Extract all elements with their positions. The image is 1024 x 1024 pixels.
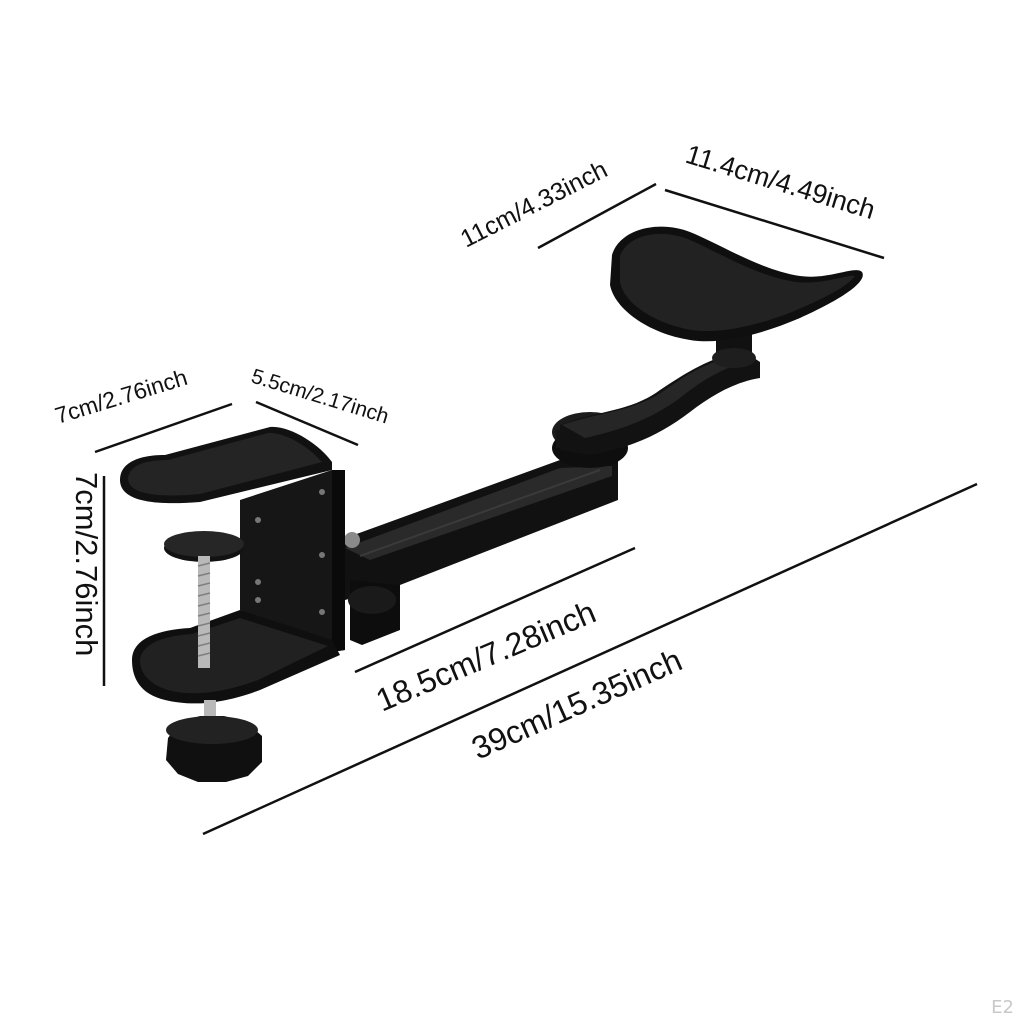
watermark: E2 (991, 997, 1014, 1018)
clamp-width-label: 7cm/2.76inch (52, 364, 190, 429)
pad-length-line (664, 188, 885, 260)
clamp-height-label: 7cm/2.76inch (69, 472, 104, 656)
arm-pad (610, 226, 863, 342)
arm-length-line (354, 546, 636, 674)
pad-length-label: 11.4cm/4.49inch (682, 139, 878, 225)
pad-width-line (537, 182, 657, 250)
clamp-depth-line (255, 400, 359, 447)
curved-upper-arm (560, 352, 760, 455)
extension-arm (340, 458, 618, 645)
pad-width-label: 11cm/4.33inch (456, 155, 612, 253)
armrest-product (120, 226, 863, 782)
c-clamp (120, 426, 345, 704)
clamp-screw (164, 531, 244, 722)
clamp-knob (166, 716, 262, 782)
dimension-lines (94, 182, 978, 836)
clamp-width-line (94, 402, 233, 454)
total-length-line (202, 482, 978, 836)
clamp-depth-label: 5.5cm/2.17inch (249, 365, 392, 429)
